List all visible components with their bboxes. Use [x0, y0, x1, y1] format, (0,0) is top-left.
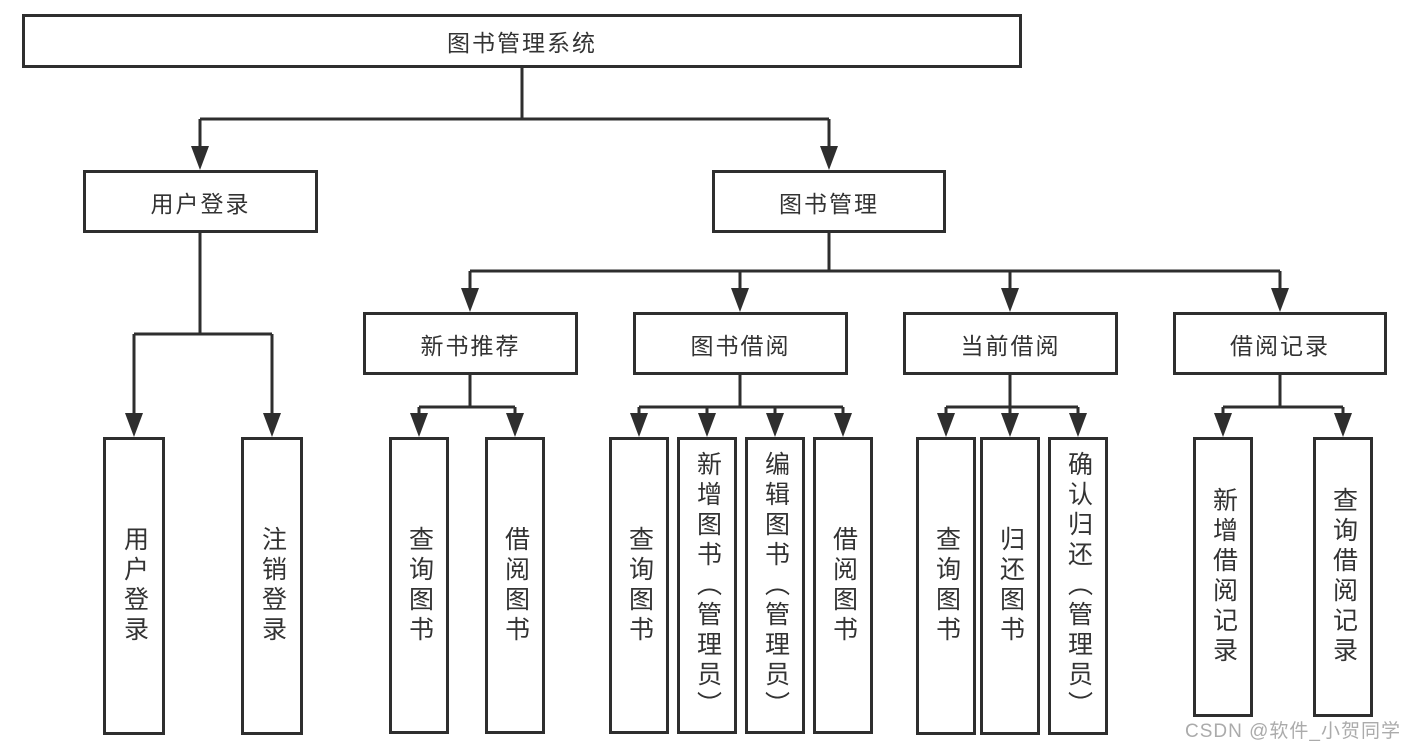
leaf-logout: 注销登录	[241, 437, 303, 735]
leaf-label: 编辑图书（管理员）	[761, 450, 790, 721]
leaf-query-books-2: 查询图书	[609, 437, 669, 734]
arrowhead	[820, 146, 838, 170]
arrowhead	[1334, 413, 1352, 437]
node-borrowing-records: 借阅记录	[1173, 312, 1387, 375]
connector-new-book-to-leaves	[410, 375, 524, 437]
csdn-watermark: CSDN @软件_小贺同学	[1185, 721, 1401, 742]
arrowhead	[263, 413, 281, 437]
node-label: 图书借阅	[690, 332, 791, 359]
arrowhead	[461, 288, 479, 312]
leaf-query-borrow-record: 查询借阅记录	[1313, 437, 1373, 717]
leaf-borrow-books: 借阅图书	[485, 437, 545, 734]
arrowhead	[937, 413, 955, 437]
leaf-label: 查询借阅记录	[1329, 487, 1358, 667]
node-library-management-system: 图书管理系统	[22, 14, 1022, 68]
node-book-borrowing: 图书借阅	[633, 312, 848, 375]
arrowhead	[834, 413, 852, 437]
arrowhead	[766, 413, 784, 437]
leaf-label: 查询图书	[625, 525, 654, 646]
node-book-management: 图书管理	[712, 170, 946, 233]
arrowhead	[1001, 413, 1019, 437]
connector-user-login-to-leaves	[125, 233, 281, 437]
leaf-label: 注销登录	[258, 526, 287, 646]
leaf-label: 用户登录	[120, 526, 149, 646]
leaf-add-borrow-record: 新增借阅记录	[1193, 437, 1253, 717]
arrowhead	[731, 288, 749, 312]
arrowhead	[1271, 288, 1289, 312]
leaf-confirm-return-admin: 确认归还（管理员）	[1048, 437, 1108, 735]
connector-book-management-to-level3	[461, 232, 1289, 312]
arrowhead	[410, 413, 428, 437]
leaf-label: 借阅图书	[501, 525, 530, 646]
leaf-add-book-admin: 新增图书（管理员）	[677, 437, 737, 734]
connector-root-to-level2	[191, 68, 838, 170]
node-label: 图书管理系统	[447, 30, 597, 56]
node-label: 当前借阅	[960, 332, 1061, 359]
leaf-label: 借阅图书	[829, 525, 858, 646]
leaf-return-books: 归还图书	[980, 437, 1040, 735]
arrowhead	[698, 413, 716, 437]
arrowhead	[125, 413, 143, 437]
leaf-borrow-books-2: 借阅图书	[813, 437, 873, 734]
leaf-label: 查询图书	[932, 526, 961, 646]
leaf-edit-book-admin: 编辑图书（管理员）	[745, 437, 805, 734]
connector-borrow-records-to-leaves	[1214, 375, 1352, 437]
leaf-query-books: 查询图书	[389, 437, 449, 734]
arrowhead	[1069, 413, 1087, 437]
node-current-borrowing: 当前借阅	[903, 312, 1118, 375]
connector-book-borrowing-to-leaves	[630, 375, 852, 437]
node-new-book-recommendation: 新书推荐	[363, 312, 578, 375]
leaf-label: 新增借阅记录	[1209, 487, 1238, 667]
leaf-label: 确认归还（管理员）	[1064, 451, 1093, 721]
arrowhead	[506, 413, 524, 437]
leaf-query-books-3: 查询图书	[916, 437, 976, 735]
node-label: 借阅记录	[1230, 332, 1330, 359]
arrowhead	[1001, 288, 1019, 312]
node-label: 用户登录	[150, 190, 251, 217]
arrowhead	[191, 146, 209, 170]
node-user-login: 用户登录	[83, 170, 318, 233]
leaf-user-login: 用户登录	[103, 437, 165, 735]
connector-current-borrowing-to-leaves	[937, 375, 1087, 437]
arrowhead	[630, 413, 648, 437]
node-label: 图书管理	[779, 190, 879, 217]
leaf-label: 归还图书	[996, 526, 1025, 646]
leaf-label: 新增图书（管理员）	[693, 450, 722, 721]
node-label: 新书推荐	[420, 332, 521, 359]
arrowhead	[1214, 413, 1232, 437]
leaf-label: 查询图书	[405, 525, 434, 646]
